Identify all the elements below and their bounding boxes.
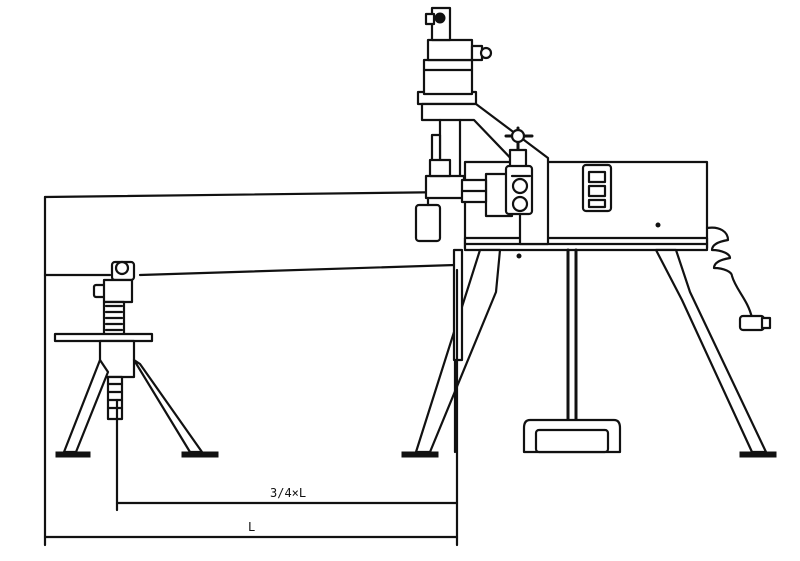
drive-motor	[422, 6, 493, 96]
foot-pedal	[522, 248, 622, 454]
spindle-clamp	[414, 158, 488, 243]
pipe-support-stand	[53, 260, 219, 458]
dimension-lines	[43, 268, 459, 547]
hydraulic-hose	[705, 226, 772, 332]
pipe	[43, 190, 457, 277]
partial-length-label: 3/4×L	[270, 486, 306, 500]
control-box	[581, 163, 613, 213]
cutter-head	[484, 164, 534, 218]
body-hole	[516, 253, 522, 259]
total-length-label: L	[248, 520, 255, 534]
body-hole	[655, 222, 661, 228]
